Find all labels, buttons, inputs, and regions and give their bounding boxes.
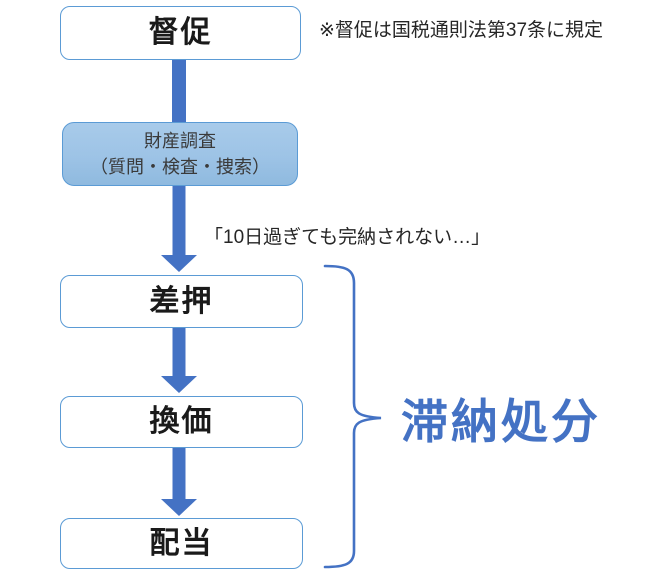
flow-step-realization-label: 換価	[149, 405, 214, 438]
flow-step-distribution-box: 配当	[60, 518, 303, 569]
flow-step-distribution-label: 配当	[149, 526, 214, 560]
flow-step-investigation-label: 財産調査	[144, 130, 216, 151]
condition-note: 「10日過ぎても完納されない…」	[204, 227, 491, 248]
flow-step-demand-label: 督促	[148, 16, 213, 49]
flow-step-seizure-label: 差押	[149, 284, 214, 318]
down-arrow-icon-2	[161, 184, 197, 272]
flow-step-realization-box: 換価	[60, 396, 303, 448]
flow-step-seizure-box: 差押	[60, 275, 303, 328]
down-arrow-icon-1	[172, 59, 186, 124]
flow-step-investigation-sublabel: （質問・検査・捜索）	[90, 157, 270, 177]
down-arrow-icon-4	[161, 447, 197, 516]
legal-reference-note: ※督促は国税通則法第37条に規定	[319, 20, 604, 41]
flow-step-investigation-box: 財産調査 （質問・検査・捜索）	[62, 122, 298, 186]
flow-step-demand-box: 督促	[60, 6, 301, 60]
down-arrow-icon-3	[161, 327, 197, 393]
group-label-delinquency-disposition: 滞納処分	[401, 395, 601, 448]
curly-brace-icon	[323, 264, 382, 569]
